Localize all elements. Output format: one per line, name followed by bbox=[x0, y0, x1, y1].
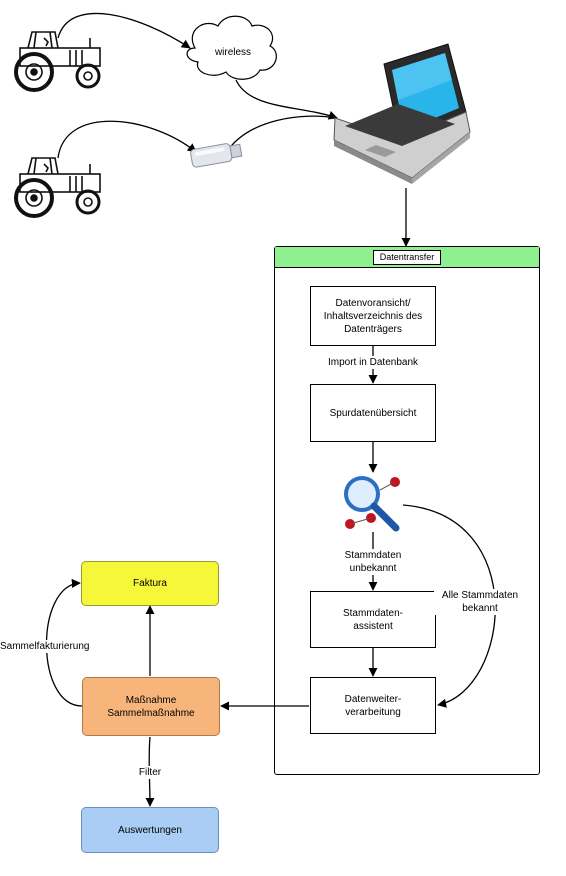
reports-label: Auswertungen bbox=[118, 824, 182, 836]
panel-title: Datentransfer bbox=[372, 249, 442, 265]
tractor-to-cloud-connector bbox=[57, 12, 191, 49]
spur-step-box[interactable]: Spurdatenübersicht bbox=[310, 384, 436, 442]
datentransfer-panel: Datentransfer bbox=[274, 246, 540, 775]
assistant-step-label: Stammdaten- assistent bbox=[342, 607, 404, 632]
processing-step-label: Datenweiter- verarbeitung bbox=[344, 693, 402, 718]
usb-to-laptop-connector bbox=[227, 115, 338, 151]
unknown-edge-label: Stammdaten unbekannt bbox=[330, 549, 416, 575]
measure-box[interactable]: Maßnahme Sammelmaßnahme bbox=[82, 677, 220, 736]
processing-step-box[interactable]: Datenweiter- verarbeitung bbox=[310, 677, 436, 734]
collective-invoicing-label: Sammelfakturierung bbox=[0, 640, 96, 653]
measure-label: Maßnahme Sammelmaßnahme bbox=[107, 694, 195, 719]
faktura-box[interactable]: Faktura bbox=[81, 561, 219, 606]
reports-box[interactable]: Auswertungen bbox=[81, 807, 219, 853]
known-edge-label: Alle Stammdaten bekannt bbox=[434, 589, 526, 615]
assistant-step-box[interactable]: Stammdaten- assistent bbox=[310, 591, 436, 648]
import-edge-label: Import in Datenbank bbox=[316, 356, 430, 369]
preview-step-label: Datenvoransicht/ Inhaltsverzeichnis des … bbox=[323, 297, 423, 335]
cloud-to-laptop-connector bbox=[235, 79, 338, 120]
spur-step-label: Spurdatenübersicht bbox=[329, 407, 417, 419]
tractor-to-usb-connector bbox=[57, 120, 197, 159]
faktura-label: Faktura bbox=[133, 578, 167, 589]
panel-header: Datentransfer bbox=[275, 247, 539, 268]
filter-label: Filter bbox=[134, 766, 166, 779]
preview-step-box[interactable]: Datenvoransicht/ Inhaltsverzeichnis des … bbox=[310, 286, 436, 346]
wireless-label: wireless bbox=[214, 47, 252, 58]
